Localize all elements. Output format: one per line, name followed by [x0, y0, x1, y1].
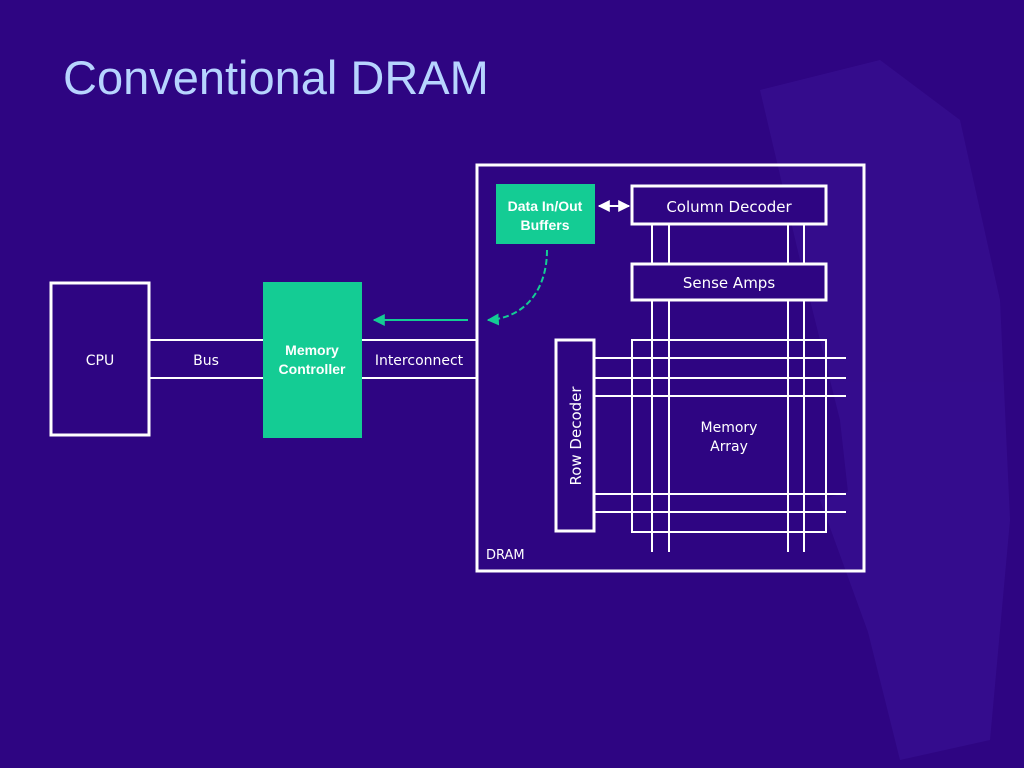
sense-amps-label: Sense Amps	[683, 274, 775, 292]
dram-chip: DRAM	[475, 163, 866, 573]
sense-amps-block: Sense Amps	[630, 262, 828, 302]
memory-array-label-line2: Array	[710, 439, 748, 455]
memory-controller-label-line2: Controller	[279, 361, 346, 377]
memory-array-block: Memory Array	[631, 339, 827, 533]
data-flow-arrow	[372, 249, 548, 326]
column-decoder-block: Column Decoder	[630, 184, 828, 226]
data-buffers-label-line1: Data In/Out	[508, 198, 583, 214]
data-buffers-block: Data In/Out Buffers	[496, 184, 595, 244]
row-decoder-label: Row Decoder	[567, 386, 585, 486]
row-word-lines	[594, 357, 846, 513]
column-decoder-label: Column Decoder	[666, 198, 792, 216]
cpu-block: CPU	[49, 281, 151, 437]
interconnect-connection: Interconnect	[362, 339, 477, 379]
row-decoder-block: Row Decoder	[554, 338, 596, 533]
bus-connection: Bus	[149, 339, 263, 379]
memory-controller-label-line1: Memory	[285, 342, 339, 358]
memory-controller-block: Memory Controller	[263, 282, 362, 438]
dram-label: DRAM	[486, 548, 525, 563]
cpu-label: CPU	[86, 353, 114, 369]
memory-array-label-line1: Memory	[701, 420, 758, 436]
bus-label: Bus	[193, 353, 219, 369]
data-buffers-label-line2: Buffers	[520, 217, 569, 233]
page-title: Conventional DRAM	[63, 51, 489, 104]
interconnect-label: Interconnect	[375, 353, 464, 369]
